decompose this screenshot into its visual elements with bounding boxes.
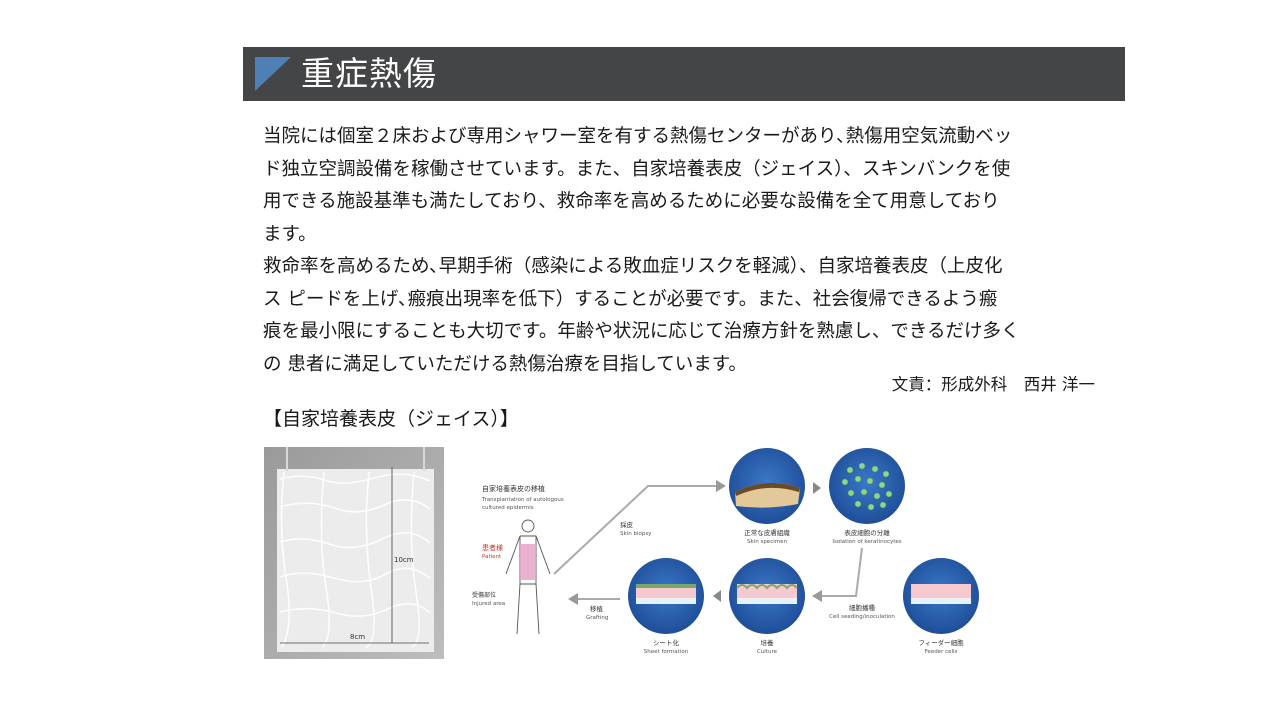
transplant-process-diagram: 自家培養表皮の移植 Transplantation of autologous … [472,448,979,655]
grafting-arrowhead [568,593,578,605]
body-line: ド独立空調設備を稼働させています。また、自家培養表皮（ジェイス）、スキンバンクを… [263,158,1011,180]
body-line: ます。 [263,223,317,245]
feeder-layer [911,584,971,598]
process-arrow [813,482,821,494]
patient-label-jp: 患者様 [482,543,503,552]
specimen-label-en: Skin specimen [747,539,787,545]
isolation-label-en: Isolation of keratinocytes [832,539,901,545]
body-line: 当院には個室２床および専用シャワー室を有する熱傷センターがあり､熱傷用空気流動ベ… [263,126,1013,147]
process-arrow [713,590,721,602]
grafting-label-jp: 移植 [590,604,604,613]
culture-dish-base [737,598,797,604]
title-triangle-icon [255,57,291,91]
isolation-label-jp: 表皮細胞の分離 [844,528,890,537]
seeding-label-en: Cell seeding/inoculation [829,614,895,620]
epidermis-sheet-photo: 10cm 8cm [264,447,444,659]
injured-label-jp: 受傷部位 [472,591,496,599]
culture-layer [737,584,797,598]
diagram-heading-en2: cultured epidermis [482,505,534,511]
seeding-label-jp: 細胞播種 [849,603,876,612]
seeding-arrowhead [812,590,822,602]
dish-base [911,598,971,604]
patient-label-en: Patient [482,554,502,560]
human-figure-icon [505,519,551,635]
diagram-heading-en1: Transplantation of autologous [481,497,564,503]
figure-caption: 【自家培養表皮（ジェイス）】 [263,408,519,430]
page-title: 重症熱傷 [301,54,437,93]
body-line: 用できる施設基準も満たしており、救命率を高めるために必要な設備を全て用意しており [263,191,1000,212]
feeder-label-en: Feeder cells [925,649,958,655]
biopsy-label-en: Skin biopsy [620,531,652,537]
seeding-arrow [822,547,863,597]
body-line: 救命率を高めるため､早期手術（感染による敗血症リスクを軽減）、自家培養表皮（上皮… [263,256,1003,277]
injured-area-highlight [520,544,536,580]
keratinocyte-circle [829,448,905,524]
sheet-label-en: Sheet formation [644,649,689,655]
body-line: の 患者に満足していただける熱傷治療を目指しています。 [263,353,747,375]
author-credit: 文責：形成外科 西井 洋一 [891,375,1095,394]
diagram-heading-jp: 自家培養表皮の移植 [482,484,545,493]
mesh-texture [279,471,431,648]
sheet-dish-base [636,598,696,604]
injured-label-en: Injured area [472,601,505,607]
body-text: 当院には個室２床および専用シャワー室を有する熱傷センターがあり､熱傷用空気流動ベ… [263,121,1103,381]
biopsy-arrowhead [716,480,726,492]
keratinocyte-cells [841,462,893,511]
sheet-label-jp: シート化 [653,638,680,647]
height-label: 10cm [394,556,414,564]
biopsy-label-jp: 採皮 [620,520,634,529]
title-bar: 重症熱傷 [243,47,1125,101]
feeder-label-jp: フィーダー細胞 [918,638,964,647]
grafting-label-en: Grafting [586,615,608,621]
specimen-label-jp: 正常な皮膚組織 [744,528,790,537]
body-line: ス ピードを上げ､瘢痕出現率を低下）することが必要です。また、社会復帰できるよう… [263,288,998,310]
body-line: 痕を最小限にすることも大切です。年齢や状況に応じて治療方針を熟慮し、できるだけ多… [263,321,1020,342]
culture-cells [736,584,798,590]
culture-label-en: Culture [757,649,778,655]
culture-label-jp: 培養 [761,638,775,647]
sheet-cells [636,584,696,588]
width-label: 8cm [350,633,365,641]
biopsy-arrow [553,485,716,575]
skin-specimen-top [735,482,800,496]
